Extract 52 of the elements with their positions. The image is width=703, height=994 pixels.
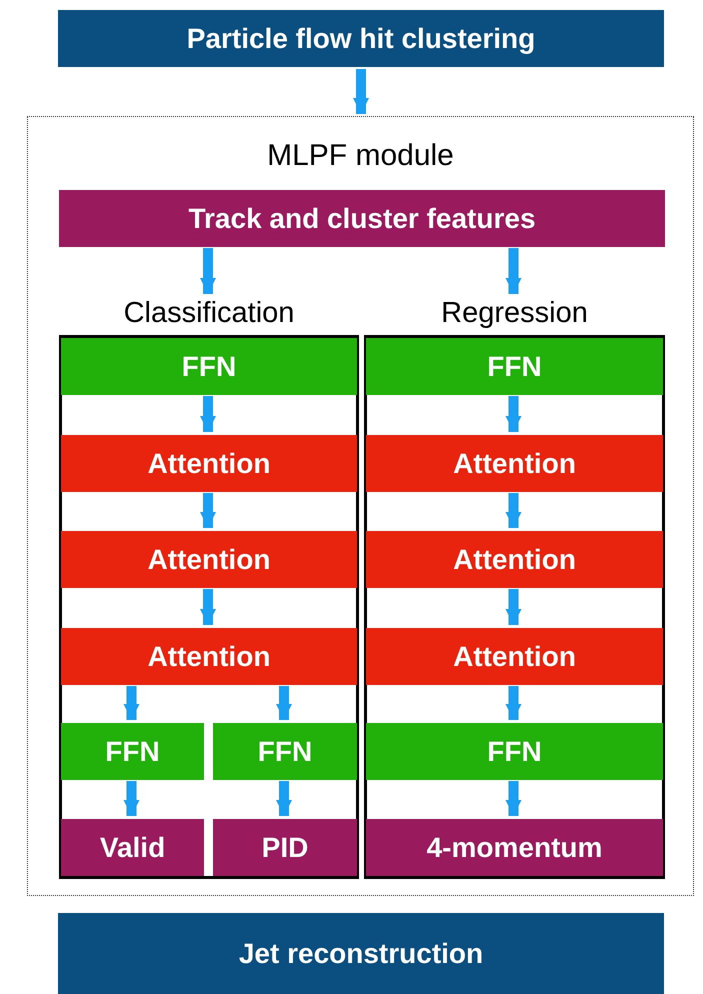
- process-bar: [366, 338, 663, 395]
- module-title: MLPF module: [266, 139, 455, 173]
- arrow: [506, 248, 522, 294]
- panel-heading: Regression: [440, 297, 589, 330]
- process-bar: [61, 338, 357, 395]
- process-bar: [366, 628, 663, 685]
- arrow: [276, 686, 292, 720]
- process-bar: [61, 819, 204, 876]
- block-label: FFN: [182, 350, 236, 382]
- arrow: [506, 686, 522, 720]
- process-bar: [366, 435, 663, 492]
- block-label: Valid: [100, 832, 166, 864]
- block-label: Attention: [148, 640, 270, 672]
- process-bar: [58, 10, 664, 67]
- arrow: [506, 396, 522, 432]
- process-bar: [58, 913, 664, 994]
- process-bar: [61, 531, 357, 588]
- block-label: Track and cluster features: [188, 202, 536, 234]
- process-bar: [213, 723, 357, 780]
- process-bar: [61, 628, 357, 685]
- arrow: [124, 686, 140, 720]
- process-bar: [61, 435, 357, 492]
- arrow: [353, 69, 369, 114]
- block-label: FFN: [487, 736, 542, 768]
- process-bar: [61, 723, 204, 780]
- arrow: [200, 396, 216, 432]
- arrow: [506, 589, 522, 625]
- block-label: FFN: [258, 736, 312, 768]
- block-label: Attention: [148, 448, 270, 480]
- process-bar: [366, 819, 663, 876]
- arrow: [200, 589, 216, 625]
- block-label: Attention: [148, 544, 270, 576]
- block-label: Jet reconstruction: [238, 938, 484, 970]
- block-label: FFN: [487, 350, 542, 382]
- block-label: Particle flow hit clustering: [186, 22, 536, 54]
- block-label: PID: [262, 832, 308, 864]
- process-bar: [366, 723, 663, 780]
- process-bar: [366, 531, 663, 588]
- block-label: Attention: [453, 448, 576, 480]
- block-label: 4-momentum: [426, 832, 602, 864]
- arrow: [200, 493, 216, 528]
- arrow: [506, 781, 522, 816]
- block-label: Attention: [453, 640, 576, 672]
- panel-heading: Classification: [122, 297, 296, 330]
- arrow: [124, 781, 140, 816]
- block-label: Attention: [453, 544, 576, 576]
- process-bar: [213, 819, 357, 876]
- process-bar: [59, 190, 665, 247]
- arrow: [200, 248, 216, 294]
- block-label: FFN: [105, 736, 160, 768]
- arrow: [506, 493, 522, 528]
- arrow: [276, 781, 292, 816]
